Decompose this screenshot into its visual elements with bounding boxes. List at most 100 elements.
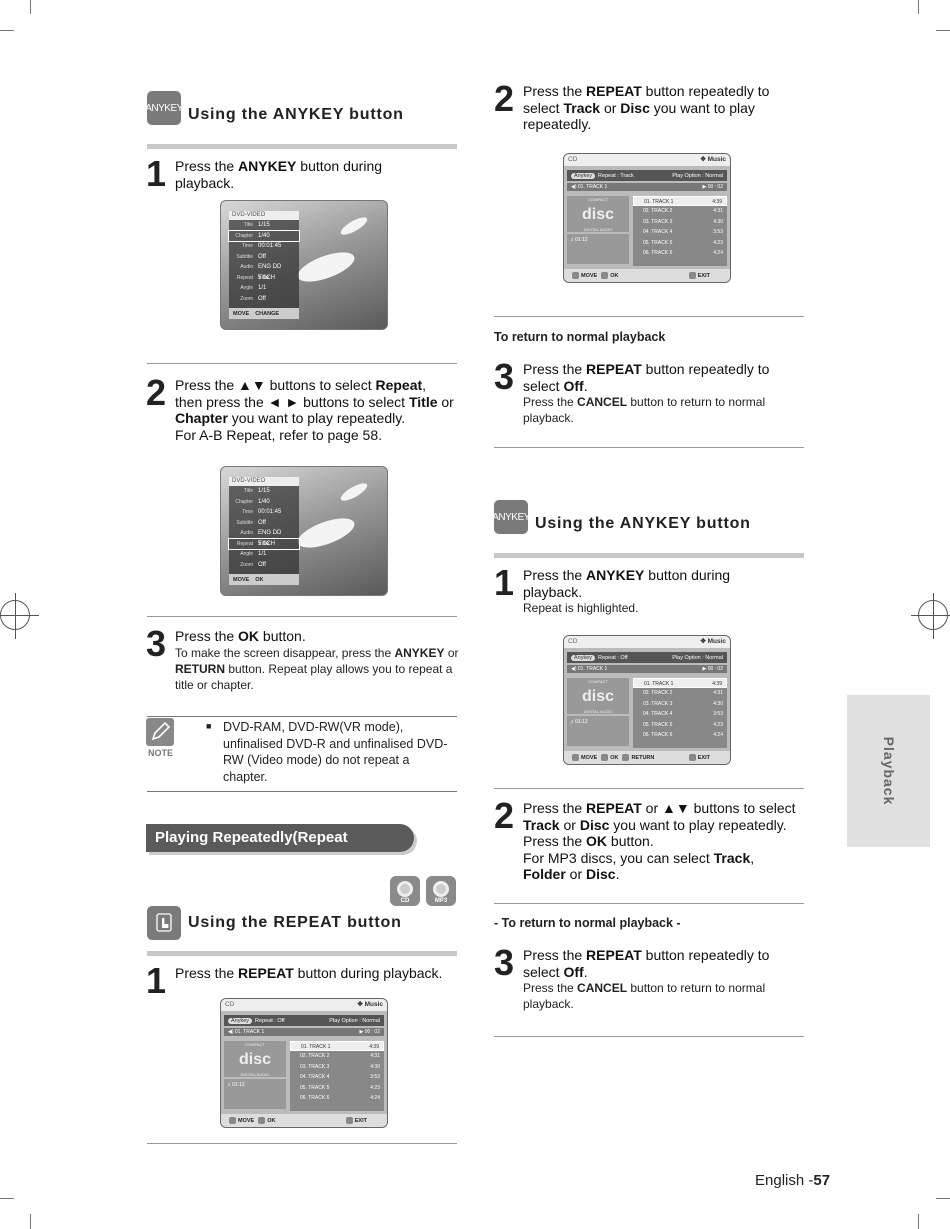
anykey-pill: Anykey bbox=[571, 172, 596, 179]
cd-bottom-control: EXIT bbox=[345, 1117, 367, 1124]
cd-top-bar: CD✥ Music bbox=[221, 999, 387, 1011]
note-text: DVD-RAM, DVD-RW(VR mode), unfinalised DV… bbox=[223, 720, 448, 784]
note-label: NOTE bbox=[148, 748, 174, 758]
step-divider bbox=[494, 1036, 804, 1037]
pencil-icon bbox=[146, 718, 174, 746]
disc-icon bbox=[433, 881, 449, 897]
play-option: Play Option : Normal bbox=[672, 172, 723, 179]
step-text: Press the REPEAT button repeatedly to se… bbox=[523, 83, 770, 132]
osd-row-key: Repeat bbox=[236, 274, 253, 281]
osd-row-key: Angle bbox=[240, 285, 253, 291]
osd-move-label: MOVE bbox=[233, 576, 250, 583]
step-2-select-repeat: 2 Press the ▲▼ buttons to select Repeat,… bbox=[146, 373, 466, 452]
music-mode: ✥ Music bbox=[700, 638, 726, 645]
step-number: 3 bbox=[494, 356, 515, 397]
play-option: Play Option : Normal bbox=[672, 654, 723, 661]
section-rule bbox=[494, 553, 804, 558]
osd-row: Angle 1/1 bbox=[229, 283, 299, 294]
section-rule bbox=[147, 951, 457, 956]
step-3-select-off: 3 Press the REPEAT button repeatedly to … bbox=[494, 943, 814, 1017]
step-divider bbox=[494, 316, 804, 317]
osd-row-key: Audio bbox=[240, 264, 253, 270]
osd-row-key: Title bbox=[243, 222, 253, 228]
section-title: Using the ANYKEY button bbox=[188, 106, 404, 123]
music-mode: ✥ Music bbox=[357, 1001, 383, 1008]
step-text: Press the REPEAT button repeatedly to se… bbox=[523, 947, 798, 1012]
step-subtext: Repeat is highlighted. bbox=[523, 601, 639, 615]
step-divider bbox=[494, 447, 804, 448]
anykey-pill: Anykey bbox=[571, 654, 596, 661]
osd-row-value: 1/15 bbox=[258, 222, 270, 228]
chapter-side-tab: Playback bbox=[847, 695, 930, 847]
note-rule bbox=[147, 791, 457, 792]
section-title: Using the REPEAT button bbox=[188, 914, 402, 931]
note-rule bbox=[147, 716, 457, 717]
osd-row-key: Audio bbox=[240, 530, 253, 536]
osd-row-value: Off bbox=[258, 295, 266, 302]
play-option: Play Option : Normal bbox=[329, 1017, 380, 1024]
cd-top-bar: CD✥ Music bbox=[564, 636, 730, 648]
step-number: 2 bbox=[146, 372, 167, 413]
bird-image bbox=[338, 480, 370, 504]
repeat-status: Repeat : Off bbox=[255, 1017, 285, 1024]
cd-bottom-control: MOVE bbox=[572, 754, 597, 761]
step-1-anykey: 1 Press the ANYKEY button during playbac… bbox=[146, 154, 456, 198]
crop-mark bbox=[918, 1214, 919, 1229]
return-heading: To return to normal playback bbox=[494, 330, 666, 344]
crop-mark bbox=[936, 30, 950, 31]
crop-mark bbox=[0, 30, 14, 31]
step-3-ok: 3 Press the OK button. To make the scree… bbox=[146, 624, 466, 698]
osd-row-value: 1/1 bbox=[258, 285, 267, 291]
bird-image bbox=[294, 246, 358, 288]
step-divider bbox=[147, 363, 457, 364]
step-number: 2 bbox=[494, 78, 515, 119]
remote-button-icon bbox=[345, 1117, 353, 1124]
step-subtext: Press the CANCEL button to return to nor… bbox=[523, 981, 766, 1011]
page-number: 57 bbox=[813, 1172, 831, 1189]
badge-label: CD bbox=[400, 898, 410, 904]
step-number: 3 bbox=[494, 942, 515, 983]
section-rule bbox=[147, 144, 457, 149]
step-number: 3 bbox=[146, 623, 167, 664]
cd-bottom-control: RETURN bbox=[622, 754, 654, 761]
osd-row-key: Time bbox=[242, 243, 253, 249]
cd-bottom-control: EXIT bbox=[688, 272, 710, 279]
step-1-anykey: 1 Press the ANYKEY button during playbac… bbox=[494, 563, 814, 622]
osd-row-value: Off bbox=[258, 253, 266, 260]
osd-change-label: CHANGE bbox=[255, 310, 280, 317]
osd-title: DVD-VIDEO bbox=[229, 211, 299, 220]
step-1-repeat: 1 Press the REPEAT button during playbac… bbox=[146, 961, 466, 1001]
remote-button-icon bbox=[688, 754, 696, 761]
